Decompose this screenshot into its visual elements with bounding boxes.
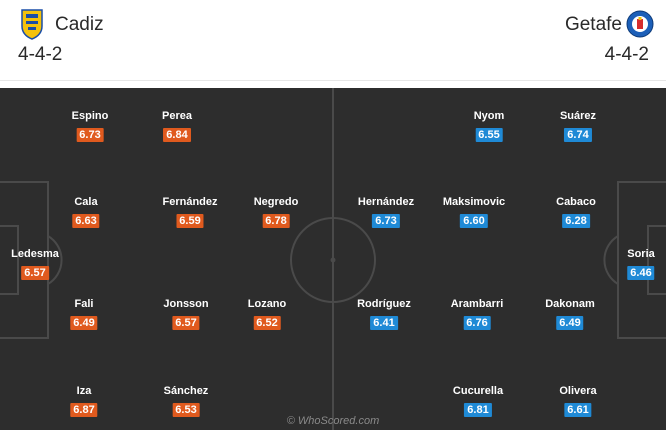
player-rating: 6.81: [464, 403, 492, 417]
player-rating: 6.55: [475, 128, 503, 142]
player-name: Dakonam: [545, 298, 595, 310]
player-rating: 6.73: [372, 214, 400, 228]
player-name: Olivera: [559, 385, 597, 397]
player-rating: 6.46: [627, 266, 655, 280]
pitch: Espino 6.73 Perea 6.84 Cala 6.63 Fernánd…: [0, 88, 666, 430]
player-name: Fernández: [162, 196, 218, 208]
player-rating: 6.49: [556, 316, 584, 330]
player-card[interactable]: Lozano 6.52: [247, 297, 287, 331]
player-card[interactable]: Espino 6.73: [71, 109, 109, 143]
player-card[interactable]: Dakonam 6.49: [545, 297, 595, 331]
player-card[interactable]: Suárez 6.74: [560, 109, 596, 143]
player-card[interactable]: Iza 6.87: [70, 384, 98, 418]
player-rating: 6.84: [163, 128, 191, 142]
player-rating: 6.59: [176, 214, 204, 228]
player-card[interactable]: Perea 6.84: [162, 109, 192, 143]
player-rating: 6.41: [370, 316, 398, 330]
match-header: Cadiz 4-4-2 Getafe 4-4-2: [0, 0, 666, 88]
header-divider: [0, 80, 666, 81]
player-rating: 6.52: [253, 316, 281, 330]
player-name: Rodríguez: [357, 298, 411, 310]
player-card[interactable]: Fali 6.49: [70, 297, 98, 331]
player-name: Soria: [627, 248, 655, 260]
player-rating: 6.57: [172, 316, 200, 330]
player-name: Maksimovic: [442, 196, 506, 208]
player-name: Perea: [162, 110, 192, 122]
player-name: Cala: [74, 196, 98, 208]
player-rating: 6.60: [460, 214, 488, 228]
player-card[interactable]: Olivera 6.61: [559, 384, 597, 418]
player-card[interactable]: Jonsson 6.57: [163, 297, 209, 331]
player-card[interactable]: Cabaco 6.28: [556, 195, 596, 229]
player-card[interactable]: Sánchez 6.53: [163, 384, 209, 418]
getafe-crest-icon: [626, 10, 654, 38]
player-card[interactable]: Ledesma 6.57: [11, 247, 59, 281]
player-name: Iza: [76, 385, 92, 397]
player-card[interactable]: Cucurella 6.81: [453, 384, 503, 418]
watermark: © WhoScored.com: [286, 415, 380, 427]
player-rating: 6.73: [76, 128, 104, 142]
player-rating: 6.76: [463, 316, 491, 330]
player-rating: 6.28: [562, 214, 590, 228]
player-rating: 6.57: [21, 266, 49, 280]
player-rating: 6.87: [70, 403, 98, 417]
away-formation: 4-4-2: [604, 44, 649, 65]
player-name: Fali: [74, 298, 94, 310]
player-name: Cabaco: [556, 196, 596, 208]
player-card[interactable]: Soria 6.46: [627, 247, 655, 281]
player-card[interactable]: Arambarri 6.76: [450, 297, 504, 331]
home-team-name[interactable]: Cadiz: [55, 14, 104, 35]
player-rating: 6.61: [564, 403, 592, 417]
player-name: Hernández: [357, 196, 415, 208]
player-name: Lozano: [247, 298, 287, 310]
player-card[interactable]: Negredo 6.78: [253, 195, 299, 229]
player-card[interactable]: Nyom 6.55: [473, 109, 505, 143]
player-name: Cucurella: [452, 385, 504, 397]
player-rating: 6.74: [564, 128, 592, 142]
player-name: Arambarri: [450, 298, 504, 310]
player-card[interactable]: Rodríguez 6.41: [357, 297, 411, 331]
player-rating: 6.63: [72, 214, 100, 228]
player-name: Suárez: [559, 110, 597, 122]
home-formation: 4-4-2: [18, 44, 63, 65]
player-name: Espino: [71, 110, 109, 122]
player-card[interactable]: Cala 6.63: [72, 195, 100, 229]
player-name: Sánchez: [163, 385, 209, 397]
player-name: Jonsson: [163, 298, 209, 310]
player-name: Negredo: [253, 196, 299, 208]
player-name: Ledesma: [11, 248, 59, 260]
away-team-name[interactable]: Getafe: [564, 14, 622, 35]
cadiz-crest-icon: [21, 9, 43, 40]
player-card[interactable]: Maksimovic 6.60: [443, 195, 505, 229]
player-rating: 6.78: [262, 214, 290, 228]
pitch-markings: [0, 88, 666, 430]
player-card[interactable]: Fernández 6.59: [162, 195, 218, 229]
player-rating: 6.49: [70, 316, 98, 330]
player-rating: 6.53: [172, 403, 200, 417]
player-name: Nyom: [473, 110, 505, 122]
player-card[interactable]: Hernández 6.73: [358, 195, 414, 229]
